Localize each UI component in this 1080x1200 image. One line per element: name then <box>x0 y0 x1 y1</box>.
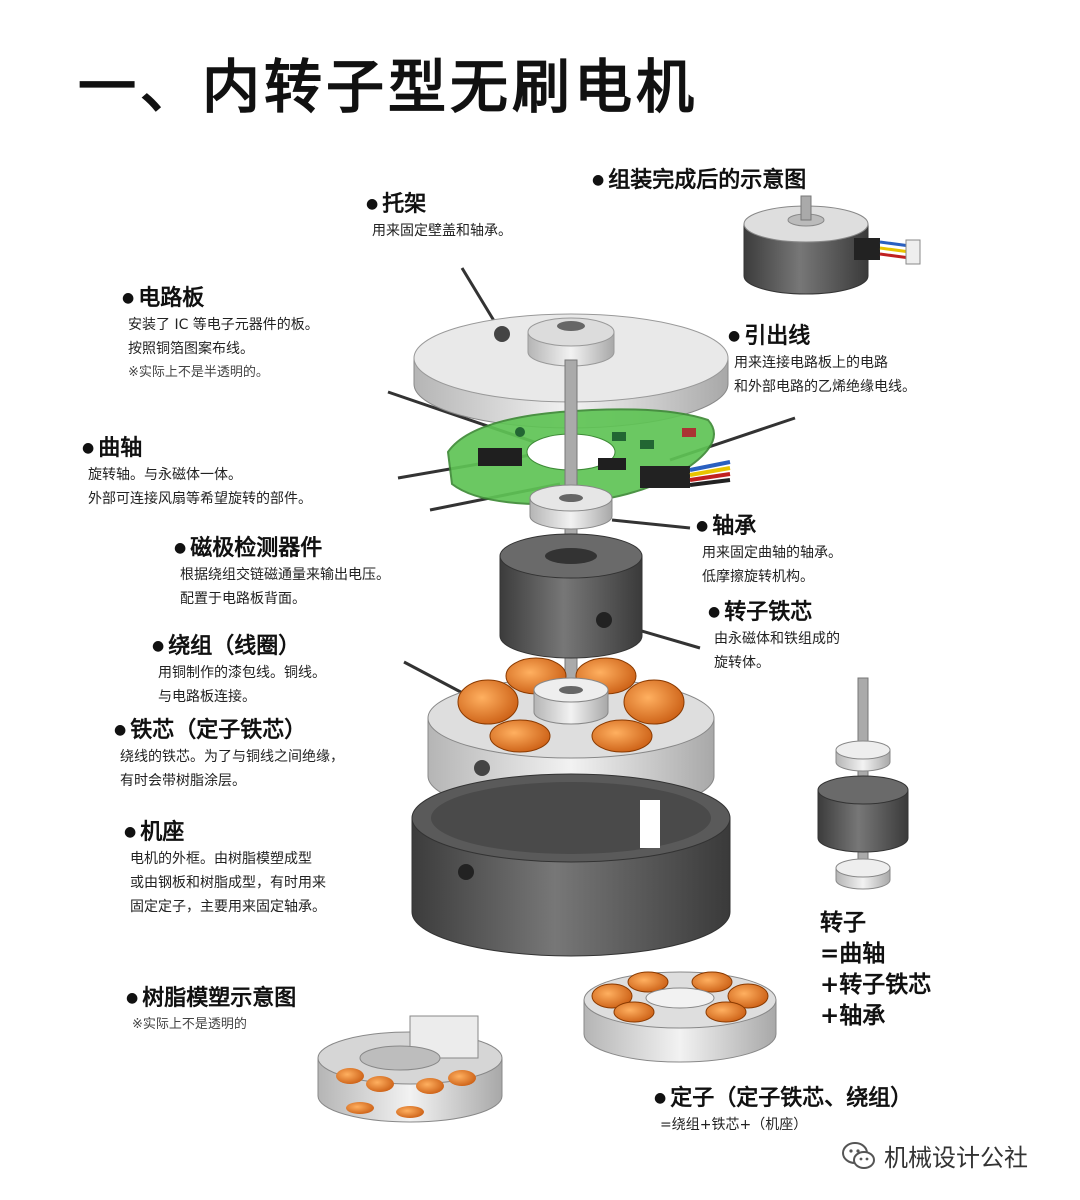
label-stator-title: 定子（定子铁芯、绕组） <box>654 1080 912 1112</box>
rotor-summary-line-1: 转子 <box>820 910 866 936</box>
label-bearing-desc-1: 用来固定曲轴的轴承。 <box>702 545 842 561</box>
label-winding-desc-2: 与电路板连接。 <box>158 689 256 705</box>
label-bearing-desc-2: 低摩擦旋转机构。 <box>702 569 814 585</box>
label-rotor-summary: 转子 =曲轴 +转子铁芯 +轴承 <box>820 908 931 1032</box>
label-stator-core-desc-1: 绕线的铁芯。为了与铜线之间绝缘， <box>120 749 344 765</box>
label-hall-sensor: 磁极检测器件 根据绕组交链磁通量来输出电压。 配置于电路板背面。 <box>174 530 390 610</box>
label-winding-title: 绕组（线圈） <box>152 628 326 660</box>
label-bracket-title: 托架 <box>366 186 512 218</box>
label-circuit-board-desc-1: 安装了 IC 等电子元器件的板。 <box>128 317 319 333</box>
label-housing-desc-2: 或由钢板和树脂成型，有时用来 <box>130 875 326 891</box>
bearing-part <box>529 484 613 530</box>
rotor-core-part <box>499 533 643 659</box>
label-resin-mold: 树脂模塑示意图 ※实际上不是透明的 <box>126 980 296 1036</box>
label-stator-core-desc-2: 有时会带树脂涂层。 <box>120 773 246 789</box>
wechat-icon <box>842 1141 875 1169</box>
label-hall-sensor-title: 磁极检测器件 <box>174 530 390 562</box>
label-resin-mold-title: 树脂模塑示意图 <box>126 980 296 1012</box>
rotor-summary-line-4: +轴承 <box>820 1003 886 1029</box>
rotor-summary-line-3: +转子铁芯 <box>820 972 932 998</box>
label-hall-sensor-desc-1: 根据绕组交链磁通量来输出电压。 <box>180 567 390 583</box>
label-bracket: 托架 用来固定壁盖和轴承。 <box>366 186 512 242</box>
label-rotor-core: 转子铁芯 由永磁体和铁组成的 旋转体。 <box>708 594 840 674</box>
label-stator: 定子（定子铁芯、绕组） =绕组+铁芯+（机座） <box>654 1080 912 1136</box>
watermark: 机械设计公社 <box>842 1138 1028 1173</box>
label-rotor-core-title: 转子铁芯 <box>708 594 840 626</box>
label-housing: 机座 电机的外框。由树脂模塑成型 或由钢板和树脂成型，有时用来 固定定子，主要用… <box>124 814 326 918</box>
label-circuit-board-title: 电路板 <box>122 280 319 312</box>
label-resin-mold-note: ※实际上不是透明的 <box>132 1017 247 1032</box>
label-winding: 绕组（线圈） 用铜制作的漆包线。铜线。 与电路板连接。 <box>152 628 326 708</box>
rotor-assembly-image <box>817 677 909 890</box>
label-lead-wire-desc-2: 和外部电路的乙烯绝缘电线。 <box>734 379 916 395</box>
label-shaft-title: 曲轴 <box>82 430 312 462</box>
label-lead-wire-desc-1: 用来连接电路板上的电路 <box>734 355 888 371</box>
label-shaft-desc-2: 外部可连接风扇等希望旋转的部件。 <box>88 491 312 507</box>
label-shaft: 曲轴 旋转轴。与永磁体一体。 外部可连接风扇等希望旋转的部件。 <box>82 430 312 510</box>
label-circuit-board: 电路板 安装了 IC 等电子元器件的板。 按照铜箔图案布线。 ※实际上不是半透明… <box>122 280 319 384</box>
label-winding-desc-1: 用铜制作的漆包线。铜线。 <box>158 665 326 681</box>
label-stator-core-title: 铁芯（定子铁芯） <box>114 712 344 744</box>
label-rotor-core-desc-1: 由永磁体和铁组成的 <box>714 631 840 647</box>
label-housing-title: 机座 <box>124 814 326 846</box>
label-assembled-title: 组装完成后的示意图 <box>592 162 806 194</box>
label-bearing: 轴承 用来固定曲轴的轴承。 低摩擦旋转机构。 <box>696 508 842 588</box>
label-housing-desc-1: 电机的外框。由树脂模塑成型 <box>130 851 312 867</box>
label-circuit-board-desc-2: 按照铜箔图案布线。 <box>128 341 254 357</box>
assembled-motor-image <box>743 195 921 295</box>
page-title: 一、内转子型无刷电机 <box>78 53 699 121</box>
resin-mold-image <box>317 1015 503 1123</box>
stator-image <box>583 971 777 1063</box>
label-shaft-desc-1: 旋转轴。与永磁体一体。 <box>88 467 242 483</box>
label-rotor-core-desc-2: 旋转体。 <box>714 655 770 671</box>
label-bracket-desc: 用来固定壁盖和轴承。 <box>372 223 512 239</box>
watermark-text: 机械设计公社 <box>884 1144 1028 1172</box>
label-circuit-board-note: ※实际上不是半透明的。 <box>128 365 269 380</box>
label-stator-core: 铁芯（定子铁芯） 绕线的铁芯。为了与铜线之间绝缘， 有时会带树脂涂层。 <box>114 712 344 792</box>
rotor-summary-line-2: =曲轴 <box>820 941 886 967</box>
label-stator-desc: =绕组+铁芯+（机座） <box>660 1117 808 1133</box>
label-hall-sensor-desc-2: 配置于电路板背面。 <box>180 591 306 607</box>
label-bearing-title: 轴承 <box>696 508 842 540</box>
label-lead-wire: 引出线 用来连接电路板上的电路 和外部电路的乙烯绝缘电线。 <box>728 318 916 398</box>
housing-part <box>411 773 731 957</box>
label-lead-wire-title: 引出线 <box>728 318 916 350</box>
label-assembled: 组装完成后的示意图 <box>592 162 806 194</box>
label-housing-desc-3: 固定定子，主要用来固定轴承。 <box>130 899 326 915</box>
